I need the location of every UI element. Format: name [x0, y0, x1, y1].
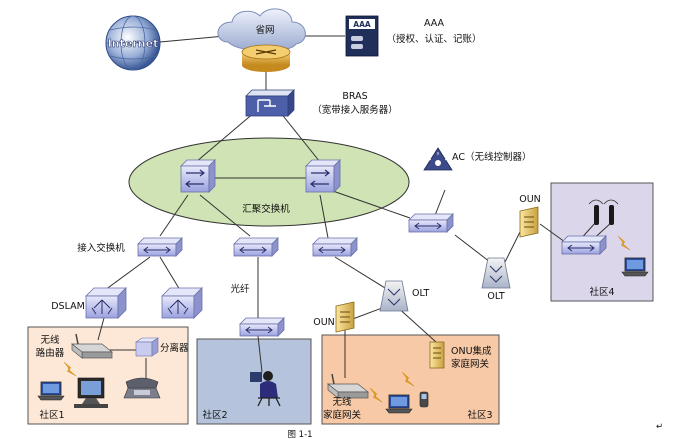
community3-area — [321, 334, 500, 425]
wireless-router-label-line2: 路由器 — [36, 347, 65, 359]
router-icon — [241, 44, 291, 72]
olt-right-icon — [481, 257, 511, 289]
access-switch-label: 接入交换机 — [77, 242, 125, 254]
switch-ellipse-right-icon — [408, 213, 454, 233]
community3-label: 社区3 — [467, 409, 492, 421]
mobile-phone-icon — [419, 391, 429, 408]
community2-switch-icon — [239, 317, 285, 337]
onu-gateway-icon — [429, 341, 445, 369]
bras-description: （宽带接入服务器） — [312, 104, 398, 116]
olt-center-label: OLT — [412, 288, 429, 299]
wireless-router-label-line1: 无线 — [40, 334, 60, 346]
dslam-2-icon — [161, 287, 203, 319]
aaa-badge: AAA — [353, 20, 371, 29]
aaa-title: AAA — [424, 18, 445, 29]
phone-icon — [123, 377, 161, 399]
dslam-label: DSLAM — [51, 301, 85, 312]
oun-top-icon — [519, 206, 539, 238]
return-mark: ↵ — [656, 422, 663, 432]
internet-label: Internet — [108, 37, 159, 50]
aggregation-switch-left-icon — [180, 159, 216, 193]
oun-left-icon — [335, 301, 355, 333]
wireless-gateway-label-line1: 无线 — [332, 396, 352, 408]
ac-controller-icon — [423, 147, 453, 171]
access-switch-3-icon — [312, 237, 358, 257]
aggregation-switch-label: 汇聚交换机 — [242, 203, 290, 215]
onu-gateway-label-line2: 家庭网关 — [451, 358, 490, 370]
dslam-1-icon — [85, 287, 127, 319]
network-links — [97, 35, 613, 380]
community1-label: 社区1 — [39, 409, 64, 421]
server-icon — [345, 15, 379, 57]
oun-left-label: OUN — [313, 317, 335, 328]
onu-gateway-label-line1: ONU集成 — [451, 345, 492, 357]
bras-label: BRAS — [342, 91, 367, 102]
bras-device-icon — [245, 89, 295, 117]
province-net-label: 省网 — [255, 24, 274, 36]
community1-laptop-icon — [37, 381, 65, 401]
fiber-label: 光纤 — [230, 283, 250, 295]
aggregation-switch-right-icon — [305, 159, 341, 193]
access-switch-1-icon — [137, 237, 183, 257]
access-switch-2-icon — [233, 237, 279, 257]
community4-switch-icon — [561, 235, 607, 255]
community2-label: 社区2 — [202, 409, 227, 421]
wireless-gateway-label-line2: 家庭网关 — [323, 409, 362, 421]
ap-antenna-icon — [588, 199, 619, 225]
cloud-icon — [217, 8, 306, 52]
workstation-user-icon — [250, 371, 281, 407]
community4-label: 社区4 — [589, 286, 614, 298]
aaa-description: （授权、认证、记账） — [386, 33, 481, 45]
community4-laptop-icon — [621, 257, 649, 277]
figure-caption: 图 1-1 — [287, 430, 312, 439]
oun-top-label: OUN — [519, 194, 541, 205]
splitter-label: 分离器 — [160, 342, 189, 354]
community3-laptop-icon — [385, 394, 413, 414]
splitter-icon — [135, 337, 159, 357]
olt-center-icon — [379, 280, 409, 312]
olt-right-label: OLT — [487, 291, 504, 302]
ac-label: AC（无线控制器） — [452, 151, 531, 163]
monitor-icon — [74, 377, 108, 408]
internet-globe-icon — [105, 15, 161, 71]
